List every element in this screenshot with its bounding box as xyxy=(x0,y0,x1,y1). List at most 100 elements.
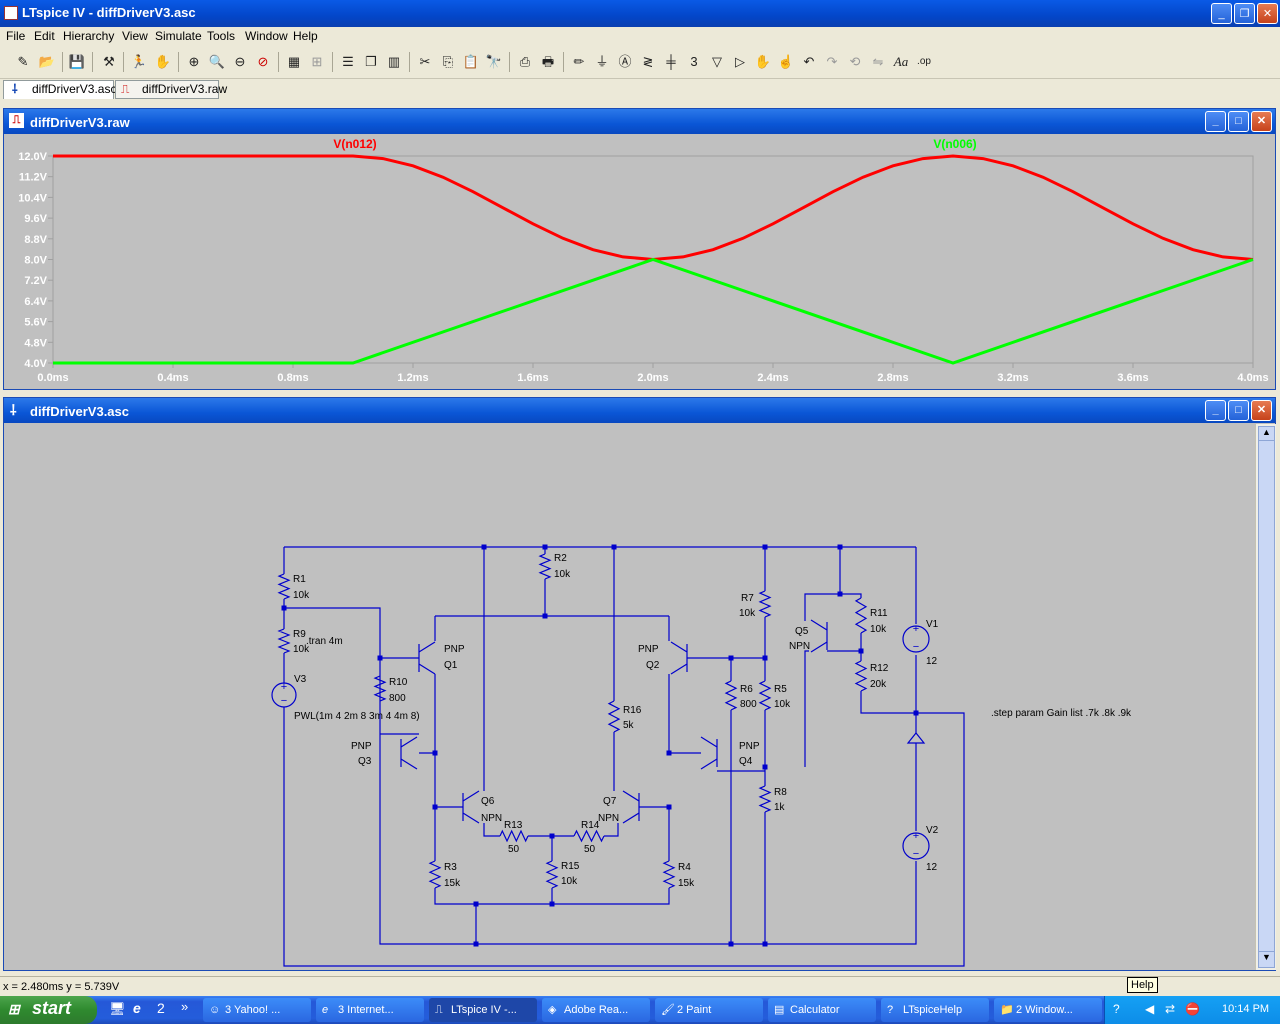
ground-icon[interactable]: ⏚ xyxy=(595,54,609,69)
spice-directive[interactable]: .tran 4m xyxy=(306,636,343,647)
resistor-r1[interactable] xyxy=(277,573,291,600)
spice-directive[interactable]: .step param Gain list .7k .8k .9k xyxy=(991,708,1132,719)
text-icon[interactable]: Aa xyxy=(893,54,909,69)
schematic-canvas[interactable]: R110kR910kR210kR10800R315kR1350R1510kR14… xyxy=(4,424,1254,970)
series-line-vn006[interactable] xyxy=(53,257,1254,365)
zoom-area-icon[interactable]: 🔍 xyxy=(208,54,226,69)
rotate-icon[interactable]: ⟲ xyxy=(849,54,861,69)
schematic-minimize-button[interactable]: _ xyxy=(1205,400,1226,421)
arrow-left-icon[interactable]: ◀ xyxy=(1145,1002,1155,1016)
start-button[interactable]: ⊞ start xyxy=(0,996,97,1024)
resistor-r7[interactable] xyxy=(758,590,772,618)
waveform-minimize-button[interactable]: _ xyxy=(1205,111,1226,132)
restore-button[interactable]: ❐ xyxy=(1234,3,1255,24)
menu-help[interactable]: Help xyxy=(293,29,318,43)
quicklaunch-count[interactable]: 2 xyxy=(157,1000,165,1016)
tab-diffdriverv3-raw[interactable]: ⎍ diffDriverV3.raw xyxy=(115,80,227,99)
zoom-in-icon[interactable]: ⊕ xyxy=(188,54,200,69)
close-button[interactable]: ✕ xyxy=(1257,3,1278,24)
resistor-r14[interactable] xyxy=(573,829,605,843)
schematic-close-button[interactable]: ✕ xyxy=(1251,400,1272,421)
internet-explorer-icon[interactable]: e xyxy=(133,1000,141,1016)
task-ltspice[interactable]: ⎍LTspice IV -... xyxy=(429,998,537,1022)
component-icon[interactable]: ▷ xyxy=(735,54,745,69)
resistor-icon[interactable]: ≷ xyxy=(642,54,654,69)
open-icon[interactable]: 📂 xyxy=(38,54,56,69)
tab-diffdriverv3-asc[interactable]: ⸸ diffDriverV3.asc xyxy=(3,80,116,99)
resistor-r3[interactable] xyxy=(428,860,442,889)
waveform-maximize-button[interactable]: □ xyxy=(1228,111,1249,132)
transistor-q5[interactable] xyxy=(810,619,828,653)
find-icon[interactable]: 🔭 xyxy=(485,54,503,69)
resistor-r6[interactable] xyxy=(724,680,738,711)
cut-icon[interactable]: ✂ xyxy=(419,54,431,69)
tile-vertical-icon[interactable]: ▥ xyxy=(387,54,401,69)
paste-icon[interactable]: 📋 xyxy=(462,54,480,69)
resistor-r11[interactable] xyxy=(854,597,868,634)
resistor-r9[interactable] xyxy=(277,628,291,654)
resistor-r2[interactable] xyxy=(538,553,552,580)
transistor-q2[interactable] xyxy=(670,641,688,675)
schematic-maximize-button[interactable]: □ xyxy=(1228,400,1249,421)
transistor-q3[interactable] xyxy=(400,736,418,770)
waveform-close-button[interactable]: ✕ xyxy=(1251,111,1272,132)
clock[interactable]: 10:14 PM xyxy=(1222,1003,1270,1015)
zoom-out-icon[interactable]: ⊖ xyxy=(234,54,246,69)
task-paint[interactable]: 🖌2 Paint xyxy=(655,998,763,1022)
cascade-icon[interactable]: ❐ xyxy=(365,54,377,69)
task-ltspicehelp[interactable]: ?LTspiceHelp xyxy=(881,998,989,1022)
menu-edit[interactable]: Edit xyxy=(34,29,55,43)
draw-wire-icon[interactable]: ✏ xyxy=(573,54,585,69)
menu-tools[interactable]: Tools xyxy=(207,29,236,43)
task-calculator[interactable]: ▤Calculator xyxy=(768,998,876,1022)
control-panel-icon[interactable]: ⚒ xyxy=(103,54,115,69)
mirror-icon[interactable]: ⇋ xyxy=(872,54,884,69)
transistor-q6[interactable] xyxy=(462,790,480,824)
print-icon[interactable]: 🖶 xyxy=(541,54,555,69)
schematic-vertical-scrollbar[interactable]: ▲ ▼ xyxy=(1255,424,1276,970)
menu-hierarchy[interactable]: Hierarchy xyxy=(63,29,115,43)
resistor-r12[interactable] xyxy=(854,660,868,692)
transistor-q4[interactable] xyxy=(700,736,718,770)
menu-window[interactable]: Window xyxy=(245,29,288,43)
resistor-r8[interactable] xyxy=(758,785,772,813)
tile-horizontal-icon[interactable]: ☰ xyxy=(342,54,354,69)
scroll-down-button[interactable]: ▼ xyxy=(1258,951,1275,968)
network-icon[interactable]: ⇄ xyxy=(1165,1002,1176,1016)
waveform-plot[interactable]: 12.0V11.2V10.4V9.6V8.8V8.0V7.2V6.4V5.6V4… xyxy=(4,134,1275,389)
task-yahoo[interactable]: ☺3 Yahoo! ... xyxy=(203,998,311,1022)
inductor-icon[interactable]: 3 xyxy=(690,54,698,69)
redo-icon[interactable]: ↷ xyxy=(826,54,838,69)
transistor-q1[interactable] xyxy=(418,641,436,675)
menu-simulate[interactable]: Simulate xyxy=(155,29,202,43)
print-setup-icon[interactable]: ⎙ xyxy=(519,54,531,69)
series-line-vn012[interactable] xyxy=(53,154,1254,262)
save-icon[interactable]: 💾 xyxy=(68,54,86,69)
spice-directive[interactable]: PWL(1m 4 2m 8 3m 4 4m 8) xyxy=(294,711,420,722)
legend-label[interactable]: V(n006) xyxy=(933,137,976,151)
show-desktop-icon[interactable]: 🖥 xyxy=(109,1001,126,1016)
transistor-q7[interactable] xyxy=(622,790,640,824)
resistor-r10[interactable] xyxy=(373,675,387,702)
resistor-r16[interactable] xyxy=(607,700,621,733)
scroll-thumb[interactable] xyxy=(1258,440,1275,954)
move-icon[interactable]: ✋ xyxy=(754,54,772,69)
capacitor-icon[interactable]: ╪ xyxy=(666,54,676,69)
new-schematic-icon[interactable]: ✎ xyxy=(17,54,29,69)
grid-icon[interactable]: ⊞ xyxy=(311,54,323,69)
menu-file[interactable]: File xyxy=(6,29,26,43)
security-icon[interactable]: ⛔ xyxy=(1185,1002,1200,1016)
undo-icon[interactable]: ↶ xyxy=(803,54,815,69)
resistor-r13[interactable] xyxy=(499,829,529,843)
run-icon[interactable]: 🏃 xyxy=(130,54,148,69)
minimize-button[interactable]: _ xyxy=(1211,3,1232,24)
zoom-cancel-icon[interactable]: ⊘ xyxy=(257,54,269,69)
resistor-r4[interactable] xyxy=(662,860,676,889)
halt-icon[interactable]: ✋ xyxy=(154,54,172,69)
spice-directive-icon[interactable]: .op xyxy=(917,56,931,67)
resistor-r15[interactable] xyxy=(545,860,559,889)
task-windows-explorer[interactable]: 📁2 Window... xyxy=(994,998,1102,1022)
menu-view[interactable]: View xyxy=(122,29,148,43)
resistor-r5[interactable] xyxy=(758,680,772,711)
